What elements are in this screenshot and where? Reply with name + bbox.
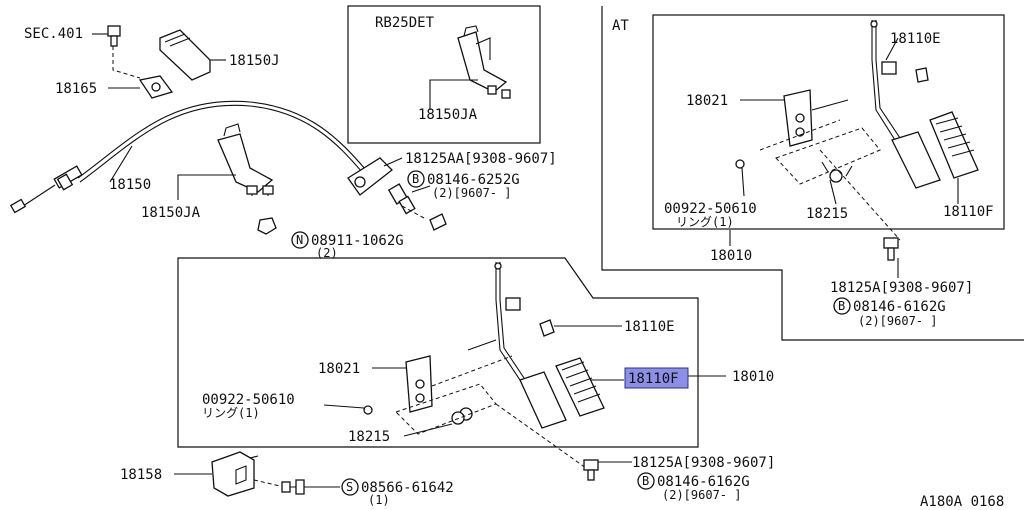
label-18125AA: 18125AA[9308-9607] [405,151,557,167]
label-sec401: SEC.401 [24,26,83,42]
nut-08911 [257,217,277,235]
marker-n [291,231,309,249]
at-pedal-assembly [735,20,979,261]
label-qty-9607-3: (2)[9607- ] [662,488,741,502]
label-00922-mt: 00922-50610 [202,392,295,408]
label-18010-at: 18010 [710,248,752,264]
part-18150JA-inset [457,25,511,99]
label-qty-9607-2: (2)[9607- ] [858,314,937,328]
label-18125A-at: 18125A[9308-9607] [830,280,973,296]
marker-s [341,478,359,496]
marker-n-text: N [296,233,303,247]
marker-b-1 [407,170,425,188]
label-at: AT [612,18,629,34]
label-qty-1: (1) [368,493,390,507]
label-18150JA-main: 18150JA [141,205,201,221]
label-18021-at: 18021 [686,93,728,109]
label-18215-at: 18215 [806,206,848,222]
label-18150: 18150 [109,177,151,193]
part-18150-cable [9,100,367,214]
label-rb25det: RB25DET [375,15,435,31]
label-18125A-mt: 18125A[9308-9607] [632,455,775,471]
marker-b-3-text: B [642,474,649,488]
inset-frame-rb25det [347,5,541,144]
label-18150J: 18150J [229,53,280,69]
label-18010-mt: 18010 [732,369,774,385]
mt-frame [177,257,699,448]
part-18110F-highlighted-callout[interactable]: 18110F [624,367,689,389]
label-reference-code: A180A 0168 [920,494,1004,510]
highlight-box [624,367,689,389]
label-18110E-mt: 18110E [624,319,675,335]
marker-b-2 [833,297,851,315]
marker-b-1-text: B [412,172,419,186]
label-ring-mt: リング(1) [202,406,260,420]
label-qty-2: (2) [316,246,338,260]
label-08911-1062G: 08911-1062G [311,233,404,249]
label-18158: 18158 [120,467,162,483]
label-18110F-at: 18110F [943,204,994,220]
label-08146-6162G-mt: 08146-6162G [657,474,750,490]
label-18110F-mt: 18110F [628,371,679,387]
label-00922-at: 00922-50610 [664,201,757,217]
label-ring-at: リング(1) [676,215,734,229]
label-qty-9607-1: (2)[9607- ] [432,186,511,200]
screw-08566 [281,479,312,495]
marker-b-3 [637,472,655,490]
label-18215-mt: 18215 [348,429,390,445]
marker-b-2-text: B [838,299,845,313]
label-18165: 18165 [55,81,97,97]
label-18150JA-inset: 18150JA [418,107,478,123]
label-08146-6252G: 08146-6252G [427,172,520,188]
label-18021-mt: 18021 [318,361,360,377]
part-18165-clip [138,75,174,99]
mt-pedal-assembly [363,262,605,481]
marker-s-text: S [346,480,353,494]
part-18150J-cover [159,29,211,81]
label-08146-6162G-at: 08146-6162G [853,299,946,315]
at-inner-frame [652,14,1005,230]
bolt-sec401 [107,25,121,47]
label-08566-61642: 08566-61642 [361,480,454,496]
label-18110E-at: 18110E [890,31,941,47]
part-18150JA-bracket [217,123,274,196]
part-18158-switch [211,451,259,497]
at-frame [601,6,1024,341]
